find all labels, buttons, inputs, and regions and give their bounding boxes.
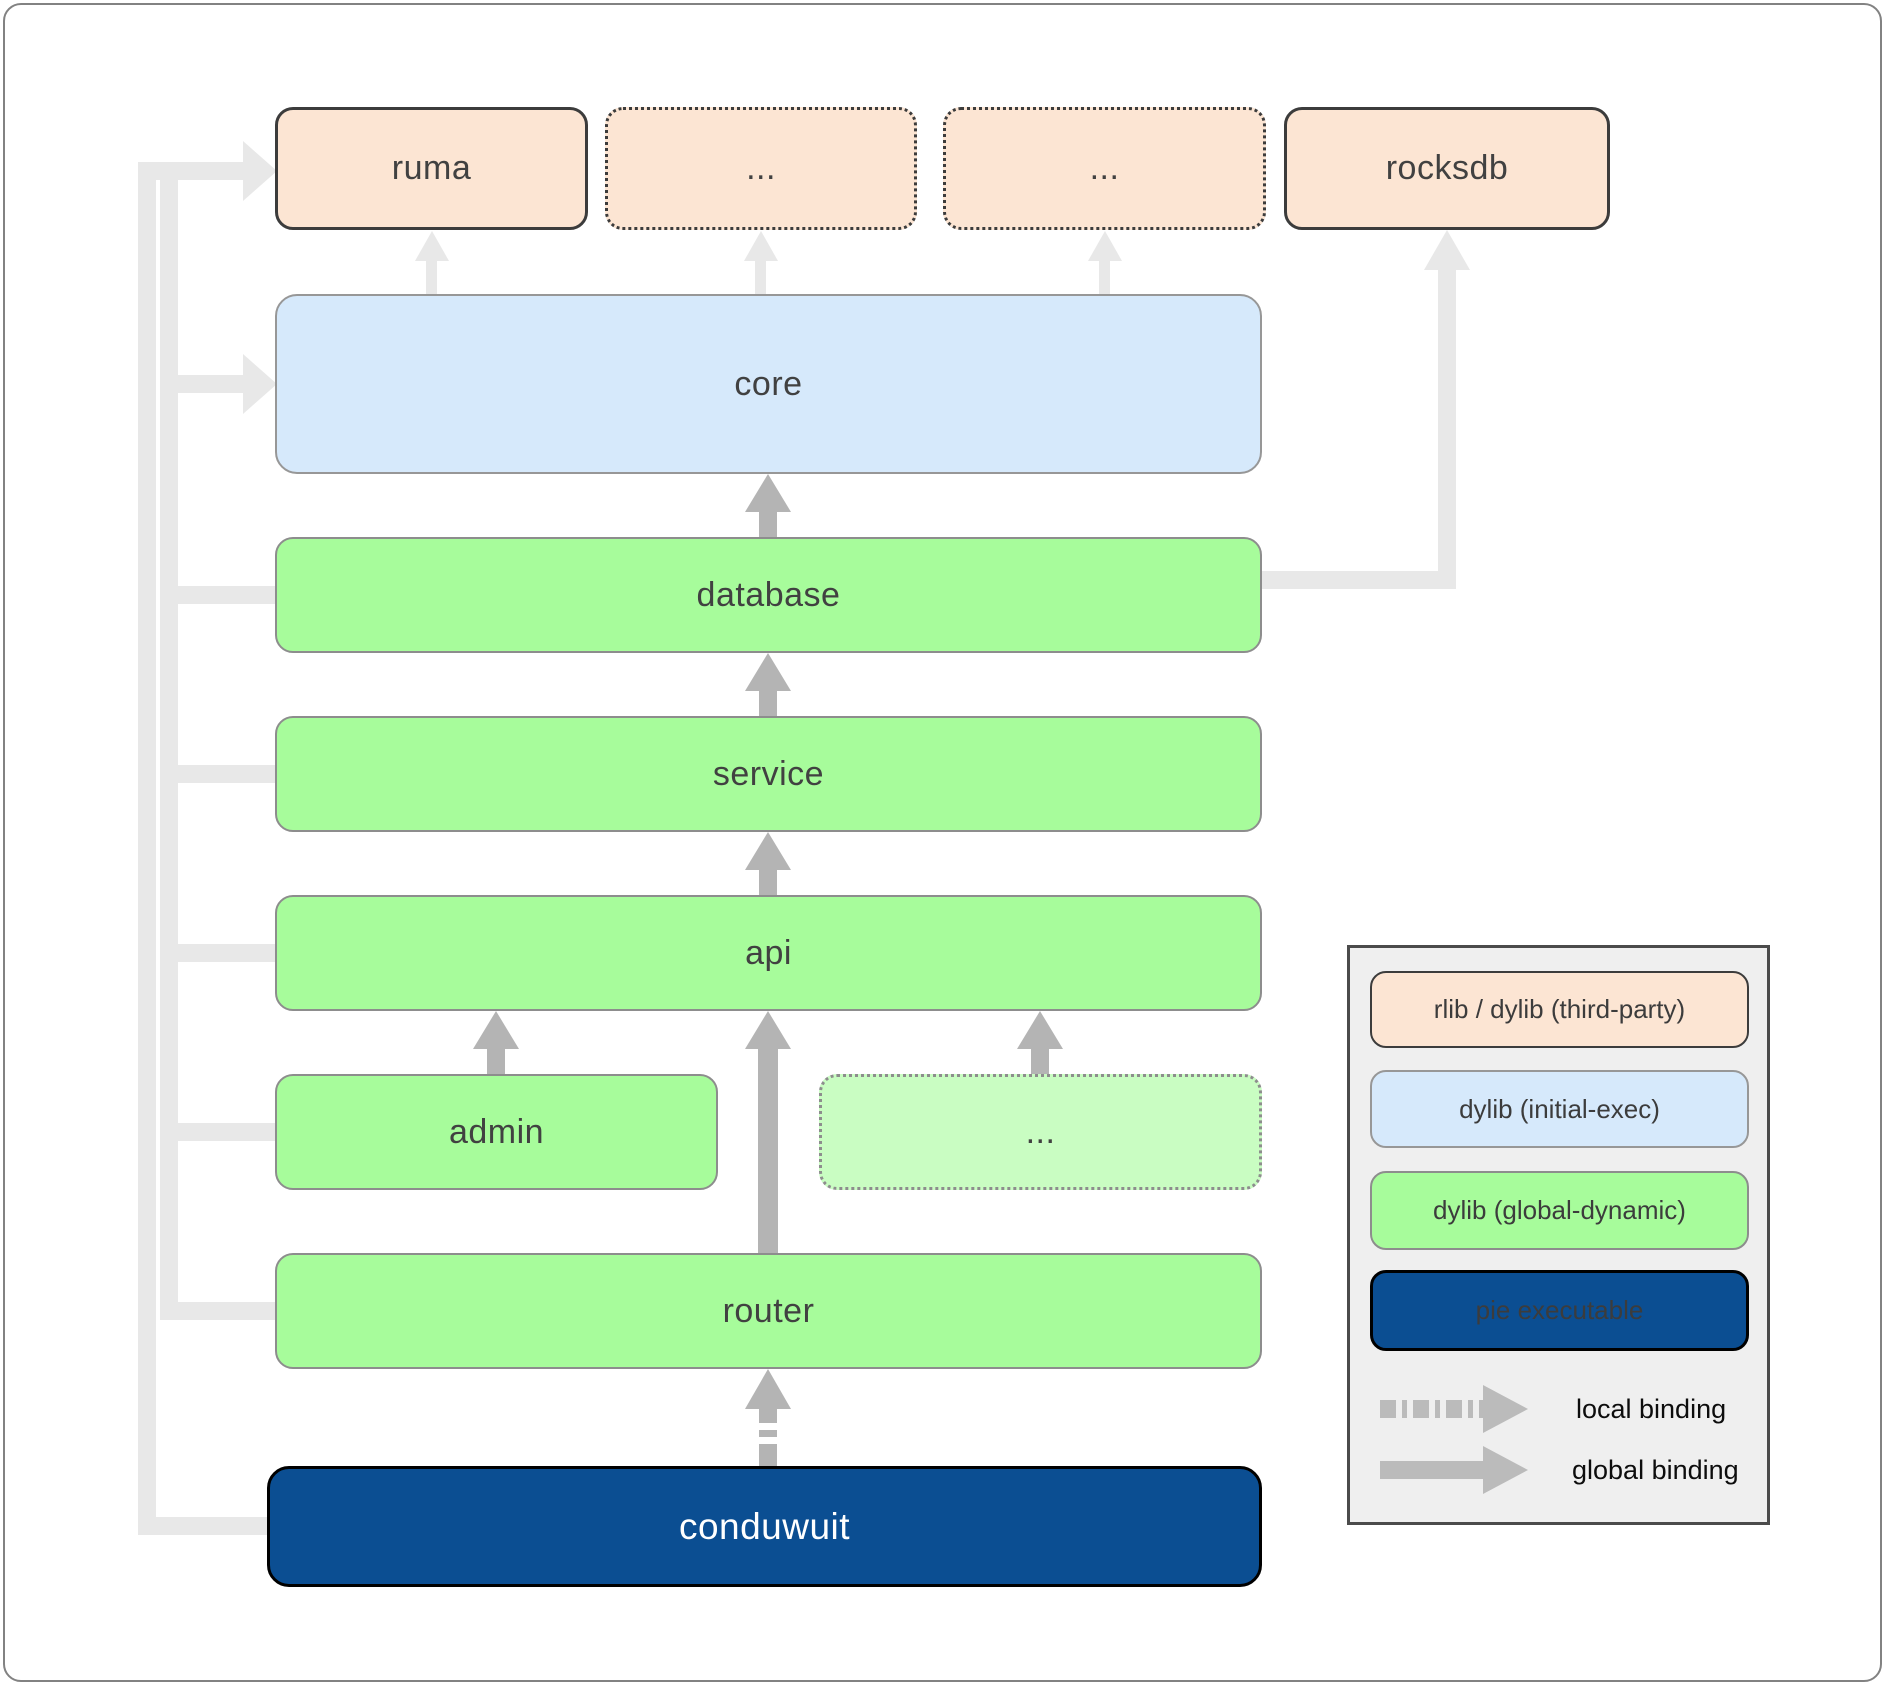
arrow-core-to-ellipsis2-head: [1088, 231, 1122, 261]
legend-item-pie-executable-label: pie executable: [1475, 1295, 1644, 1325]
node-admin-label: admin: [448, 1112, 545, 1151]
ladder-stub-service: [160, 765, 276, 783]
legend-local-binding-arrow: [1380, 1400, 1483, 1418]
diagram-canvas: ruma ... ... rocksdb core database servi…: [3, 3, 1882, 1682]
node-api-label: api: [745, 933, 792, 972]
node-top-ellipsis-1-label: ...: [746, 149, 776, 187]
node-ruma: ruma: [275, 107, 588, 230]
ladder-branch-to-core: [160, 375, 245, 393]
node-conduwuit-label: conduwuit: [678, 1505, 851, 1547]
arrow-database-to-rocksdb-vertical: [1438, 265, 1456, 589]
legend-item-pie-executable: pie executable: [1370, 1270, 1749, 1351]
arrow-core-to-ellipsis2-stem: [1099, 257, 1110, 294]
arrow-api-to-service-stem: [759, 866, 777, 895]
node-ruma-label: ruma: [391, 149, 472, 187]
legend-item-global-dynamic: dylib (global-dynamic): [1370, 1171, 1749, 1250]
node-core: core: [275, 294, 1262, 474]
node-core-label: core: [734, 364, 803, 403]
legend-item-initial-exec: dylib (initial-exec): [1370, 1070, 1749, 1148]
arrowhead-into-ruma: [243, 141, 277, 201]
node-top-ellipsis-1: ...: [605, 107, 917, 230]
arrow-database-to-rocksdb-horizontal: [1262, 571, 1456, 589]
node-database-label: database: [696, 575, 841, 614]
ladder-trunk-outer: [138, 162, 156, 1535]
node-database: database: [275, 537, 1262, 653]
ladder-branch-to-ruma: [138, 162, 245, 180]
node-conduwuit: conduwuit: [267, 1466, 1262, 1587]
legend-item-third-party-label: rlib / dylib (third-party): [1433, 994, 1686, 1024]
legend-global-binding-arrowhead: [1483, 1446, 1528, 1494]
node-rocksdb-label: rocksdb: [1385, 149, 1509, 187]
node-admin: admin: [275, 1074, 718, 1190]
node-api: api: [275, 895, 1262, 1011]
node-top-ellipsis-2-label: ...: [1089, 149, 1120, 187]
node-service: service: [275, 716, 1262, 832]
arrow-database-to-core-head: [745, 474, 791, 512]
legend-item-global-dynamic-label: dylib (global-dynamic): [1433, 1195, 1686, 1225]
arrow-service-to-database-head: [745, 653, 791, 691]
arrow-router-to-api-head: [745, 1011, 791, 1049]
legend: rlib / dylib (third-party) dylib (initia…: [1347, 945, 1770, 1525]
arrow-ellipsis-to-api-stem: [1031, 1045, 1049, 1074]
legend-global-binding-label: global binding: [1572, 1454, 1739, 1485]
node-rocksdb: rocksdb: [1284, 107, 1610, 230]
node-service-label: service: [712, 754, 825, 793]
arrow-service-to-database-stem: [759, 687, 777, 716]
ladder-stub-api: [160, 944, 276, 962]
arrow-core-to-ruma-head: [415, 231, 449, 261]
arrow-admin-to-api-stem: [487, 1045, 505, 1074]
arrowhead-into-rocksdb: [1424, 230, 1470, 270]
legend-local-binding-arrowhead: [1483, 1385, 1528, 1433]
ladder-stub-router: [160, 1302, 276, 1320]
arrow-admin-to-api-head: [473, 1011, 519, 1049]
legend-local-binding-label: local binding: [1576, 1393, 1727, 1424]
legend-item-third-party: rlib / dylib (third-party): [1370, 971, 1749, 1048]
ladder-stub-admin: [160, 1123, 276, 1141]
arrow-core-to-ellipsis1-stem: [755, 257, 766, 294]
ladder-stub-conduwuit: [138, 1517, 268, 1535]
legend-global-binding-arrow: [1380, 1461, 1483, 1479]
arrow-api-to-service-head: [745, 832, 791, 870]
arrow-core-to-ruma-stem: [426, 257, 437, 294]
ladder-trunk-inner: [160, 180, 178, 1320]
ladder-stub-database: [160, 586, 276, 604]
legend-item-initial-exec-label: dylib (initial-exec): [1459, 1093, 1660, 1124]
arrow-database-to-core-stem: [759, 508, 777, 537]
node-router: router: [275, 1253, 1262, 1369]
arrowhead-into-core: [243, 354, 277, 414]
node-router-label: router: [722, 1291, 815, 1330]
arrow-core-to-ellipsis1-head: [744, 231, 778, 261]
node-api-ellipsis-label: ...: [1025, 1112, 1056, 1151]
node-top-ellipsis-2: ...: [943, 107, 1266, 230]
node-api-ellipsis: ...: [819, 1074, 1262, 1190]
arrow-ellipsis-to-api-head: [1017, 1011, 1063, 1049]
arrow-conduwuit-to-router-head: [745, 1369, 791, 1409]
arrow-router-to-api-stem: [758, 1045, 778, 1253]
arrow-conduwuit-to-router-stem: [759, 1405, 777, 1466]
